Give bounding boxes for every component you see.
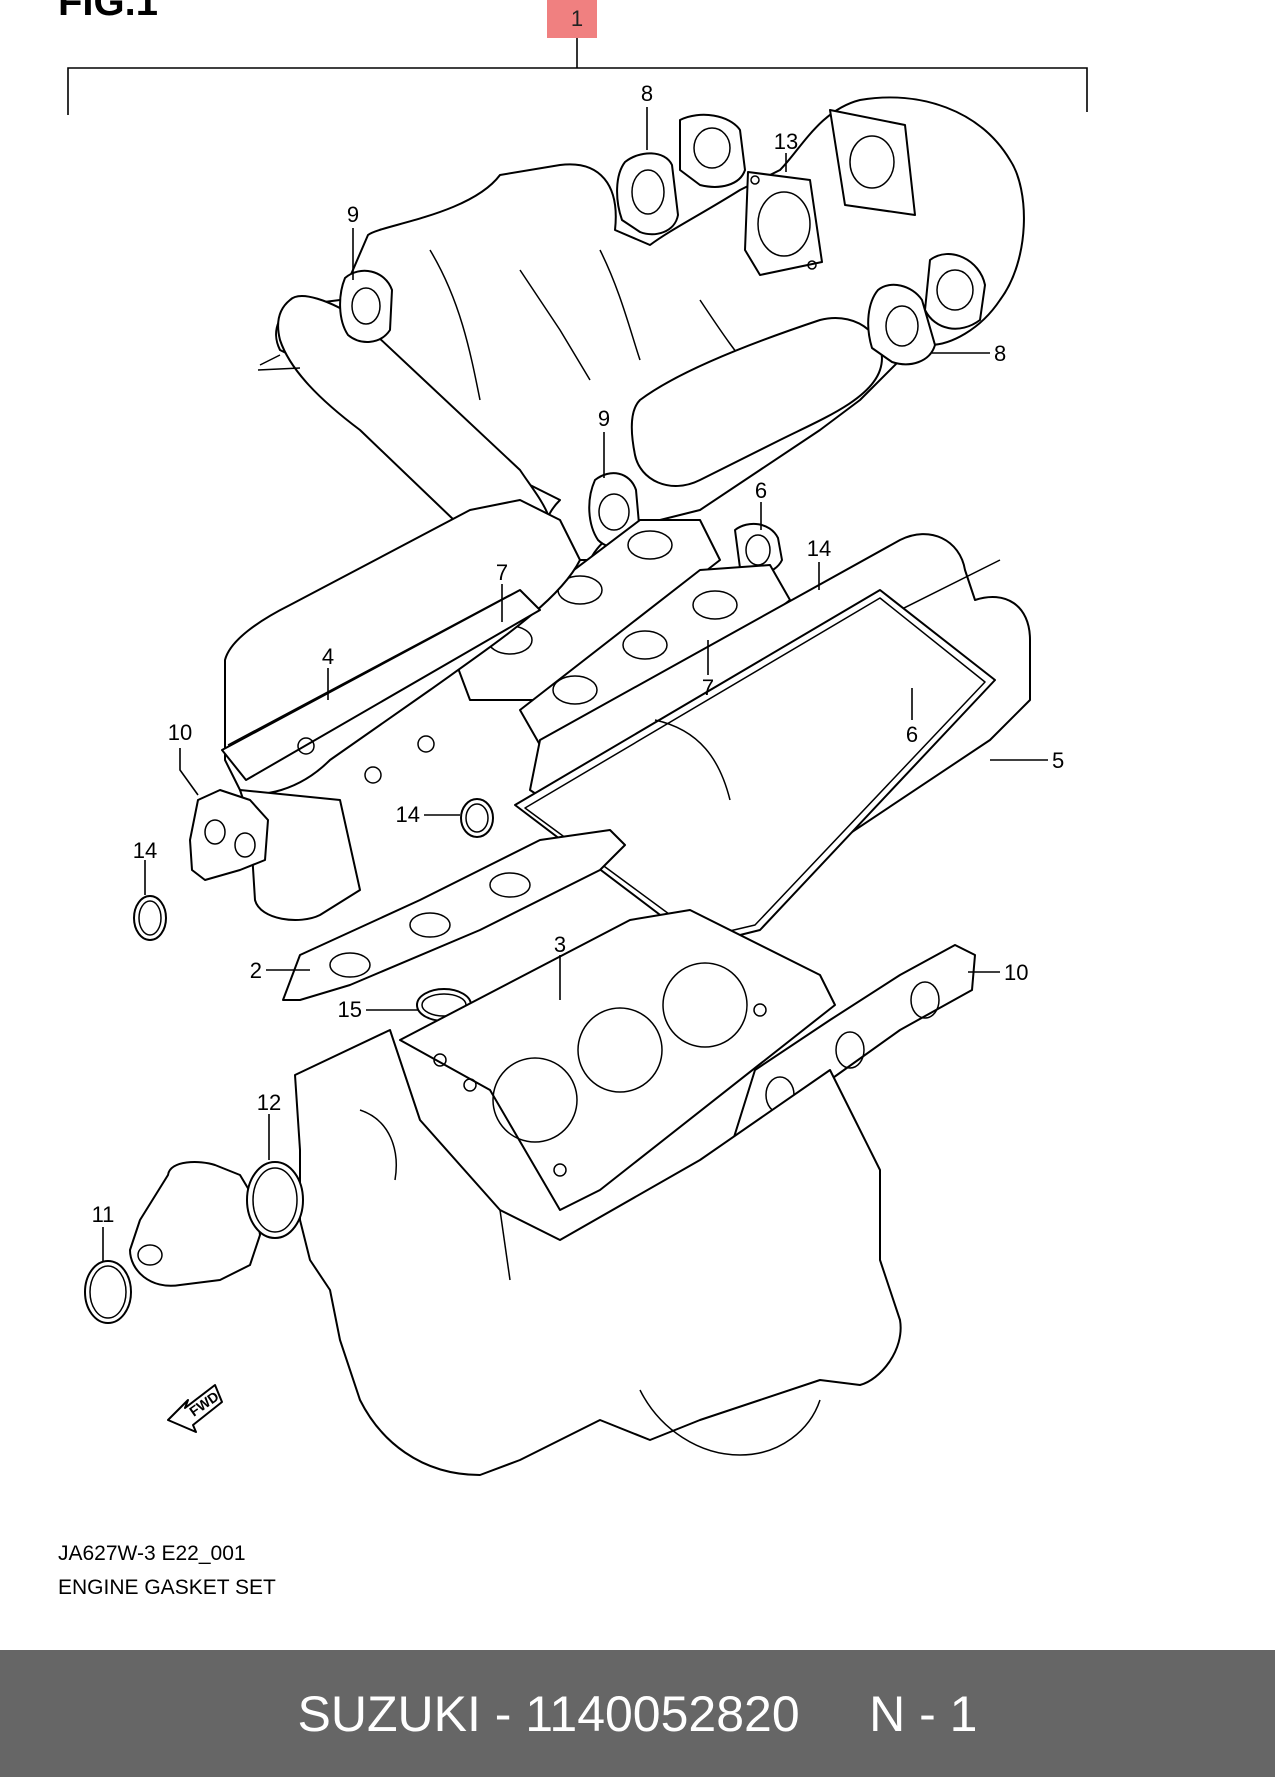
part-number-bar: SUZUKI - 1140052820 N - 1 bbox=[0, 1650, 1275, 1777]
fwd-arrow-icon: FWD bbox=[167, 1384, 223, 1433]
callout-9-lower: 9 bbox=[598, 406, 610, 431]
callout-14-c: 14 bbox=[133, 838, 157, 863]
brand-part-number: SUZUKI - 1140052820 bbox=[297, 1685, 800, 1742]
o-ring-11 bbox=[84, 1260, 132, 1324]
figure-title: FIG.1 bbox=[58, 0, 159, 24]
diagram-code: JA627W-3 E22_001 bbox=[58, 1542, 246, 1565]
leader-lines bbox=[102, 107, 1048, 1262]
callout-11: 11 bbox=[92, 1202, 115, 1227]
position-label: N - 1 bbox=[869, 1685, 978, 1742]
callout-1: 1 bbox=[571, 6, 583, 31]
spacer bbox=[800, 1685, 869, 1743]
callout-labels: 1 8 13 9 8 9 6 14 7 4 7 6 10 5 14 14 3 2… bbox=[92, 6, 1065, 1227]
gasket-10-left bbox=[189, 789, 269, 881]
o-ring-14-b bbox=[460, 798, 494, 838]
callout-7-right: 7 bbox=[702, 675, 714, 700]
callout-2: 2 bbox=[250, 958, 262, 983]
callout-6-lower: 6 bbox=[906, 722, 918, 747]
callout-15: 15 bbox=[338, 997, 362, 1022]
callout-5: 5 bbox=[1052, 748, 1064, 773]
cylinder-head-cover-right bbox=[514, 533, 1031, 946]
callout-3: 3 bbox=[554, 932, 566, 957]
callout-7-left: 7 bbox=[496, 560, 508, 585]
callout-13: 13 bbox=[774, 129, 798, 154]
head-gasket-3 bbox=[399, 909, 836, 1211]
intake-manifold bbox=[257, 96, 1025, 562]
callout-10-right: 10 bbox=[1004, 960, 1028, 985]
callout-12: 12 bbox=[257, 1090, 281, 1115]
callout-9-upper: 9 bbox=[347, 202, 359, 227]
gasket-8-lower bbox=[867, 283, 936, 366]
callout-8-lower: 8 bbox=[994, 341, 1006, 366]
o-ring-14-c bbox=[133, 895, 167, 941]
manifold-flanges bbox=[679, 109, 986, 330]
engine-block bbox=[294, 1029, 902, 1476]
water-pump-assembly bbox=[129, 1161, 304, 1287]
diagram-name: ENGINE GASKET SET bbox=[58, 1576, 276, 1599]
gasket-9-upper bbox=[339, 269, 393, 343]
callout-14-b: 14 bbox=[396, 802, 420, 827]
cylinder-head-cover-left bbox=[221, 499, 581, 921]
engine-gasket-diagram: FWD 1 8 bbox=[67, 0, 1088, 1476]
callout-10-left: 10 bbox=[168, 720, 192, 745]
assembly-bracket bbox=[67, 0, 1088, 115]
gasket-2 bbox=[282, 829, 626, 1001]
callout-1-highlight bbox=[547, 0, 597, 38]
gasket-8-upper bbox=[616, 152, 679, 236]
callout-6-upper: 6 bbox=[755, 478, 767, 503]
callout-14-a: 14 bbox=[807, 536, 831, 561]
callout-4: 4 bbox=[322, 644, 334, 669]
callout-8-upper: 8 bbox=[641, 81, 653, 106]
gasket-13 bbox=[744, 171, 823, 276]
